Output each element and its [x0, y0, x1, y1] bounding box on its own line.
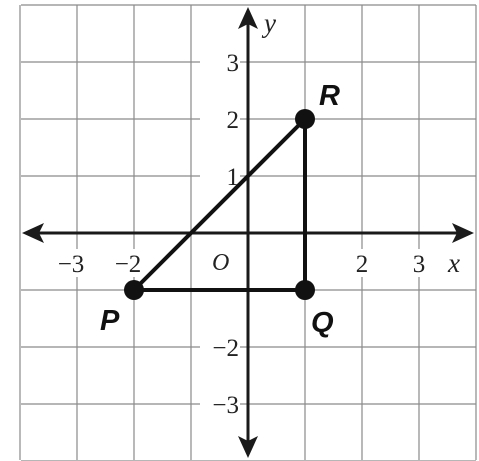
tick-label-background — [200, 161, 240, 191]
vertex-r — [295, 109, 315, 129]
x-axis-label: x — [447, 248, 460, 278]
tick-labels: −3 −2 2 3 3 2 1 −2 −3 — [53, 47, 437, 419]
x-tick-label: 2 — [356, 251, 369, 278]
y-tick-label: 2 — [227, 107, 240, 134]
y-tick-label: 3 — [227, 50, 240, 77]
vertex-label-p: P — [100, 305, 120, 337]
vertex-label-r: R — [319, 80, 340, 112]
x-tick-label: −3 — [58, 251, 85, 278]
x-axis-arrow-left — [22, 223, 44, 243]
y-axis-arrow-up — [238, 7, 258, 29]
y-tick-label: −3 — [212, 392, 239, 419]
vertex-q — [295, 280, 315, 300]
triangle-pqr: P Q R — [100, 80, 340, 339]
x-axis-arrow-right — [452, 223, 474, 243]
vertex-label-q: Q — [311, 307, 334, 339]
tick-label-background — [401, 249, 437, 277]
y-tick-label: −2 — [212, 335, 239, 362]
y-axis-arrow-down — [238, 436, 258, 458]
tick-label-background — [200, 332, 240, 362]
axes — [22, 7, 474, 458]
tick-label-background — [200, 104, 240, 134]
tick-label-background — [110, 249, 146, 277]
x-tick-label: 3 — [413, 251, 426, 278]
x-tick-label: −2 — [115, 251, 142, 278]
tick-label-background — [53, 249, 89, 277]
origin-label: O — [212, 250, 229, 276]
triangle-side-rp — [132, 117, 307, 292]
vertex-p — [124, 280, 144, 300]
tick-label-background — [344, 249, 380, 277]
y-axis-label: y — [261, 8, 276, 38]
y-tick-label: 1 — [227, 164, 240, 191]
tick-label-background — [200, 389, 240, 419]
tick-label-background — [200, 47, 240, 77]
